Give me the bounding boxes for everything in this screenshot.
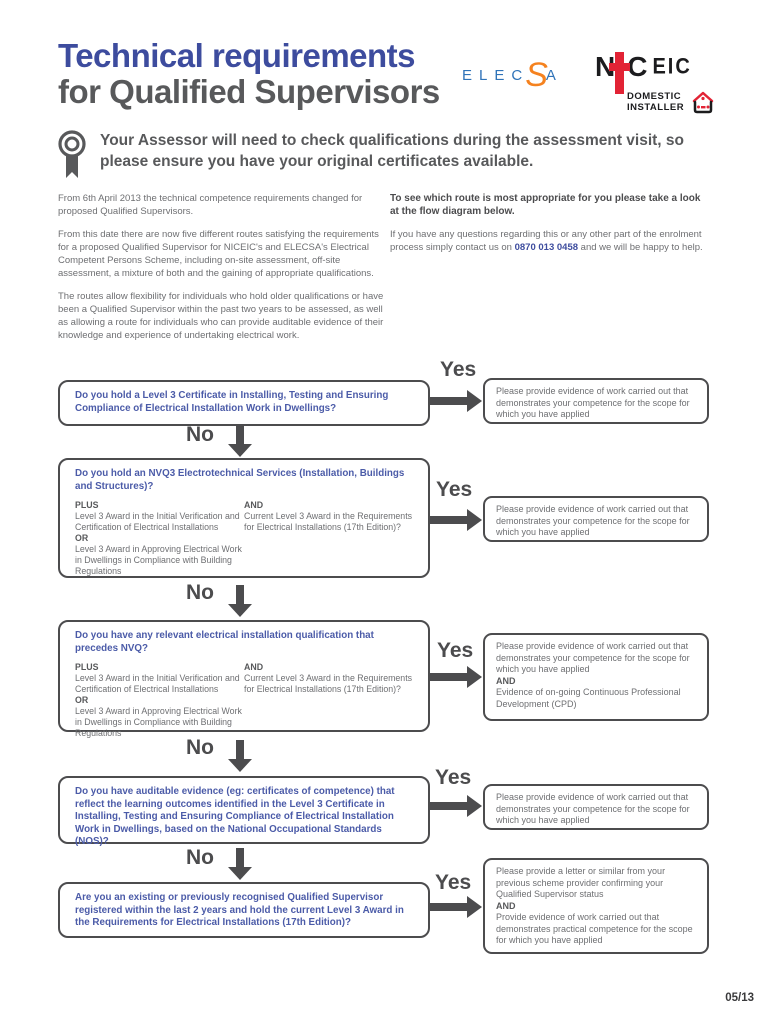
intro-paragraph-3: The routes allow flexibility for individ… — [58, 291, 384, 341]
and-label: AND — [244, 662, 264, 672]
result-4-text: Please provide evidence of work carried … — [496, 792, 690, 825]
no-label-1: No — [186, 423, 214, 446]
no-label-4: No — [186, 846, 214, 869]
result-3-text: Please provide evidence of work carried … — [496, 641, 690, 674]
niceic-letter-n: N — [595, 51, 615, 82]
result-box-4: Please provide evidence of work carried … — [483, 784, 709, 830]
niceic-letters-eic: EIC — [652, 54, 692, 80]
page-title-line1: Technical requirements — [58, 37, 416, 74]
intro-right-column: To see which route is most appropriate f… — [390, 192, 708, 254]
and-text: Current Level 3 Award in the Requirement… — [244, 511, 413, 532]
question-3-right-options: AND Current Level 3 Award in the Require… — [244, 662, 413, 739]
phone-number: 0870 013 0458 — [514, 242, 579, 253]
question-5-text: Are you an existing or previously recogn… — [75, 892, 404, 928]
niceic-red-cross-icon — [609, 52, 631, 94]
result-box-1: Please provide evidence of work carried … — [483, 378, 709, 424]
version-label: 05/13 — [725, 992, 754, 1004]
no-arrow-4 — [228, 848, 252, 880]
question-box-2: Do you hold an NVQ3 Electrotechnical Ser… — [58, 458, 430, 578]
result-box-3: Please provide evidence of work carried … — [483, 633, 709, 721]
question-2-text: Do you hold an NVQ3 Electrotechnical Ser… — [75, 468, 405, 492]
plus-text: Level 3 Award in the Initial Verificatio… — [75, 673, 240, 694]
result-5-text: Please provide a letter or similar from … — [496, 866, 666, 899]
question-1-text: Do you hold a Level 3 Certificate in Ins… — [75, 390, 389, 414]
plus-text: Level 3 Award in the Initial Verificatio… — [75, 511, 240, 532]
no-arrow-2 — [228, 585, 252, 617]
plus-label: PLUS — [75, 662, 99, 672]
question-box-3: Do you have any relevant electrical inst… — [58, 620, 430, 738]
domestic-label: DOMESTIC — [627, 91, 682, 102]
yes-label-1: Yes — [440, 358, 477, 381]
yes-arrow-4 — [430, 795, 482, 817]
ribbon-badge-icon — [58, 130, 86, 178]
result-3-and-label: AND — [496, 675, 516, 686]
result-5-extra: Provide evidence of work carried out tha… — [496, 912, 693, 945]
assessor-notice-text: Your Assessor will need to check qualifi… — [100, 132, 685, 170]
yes-arrow-3 — [430, 666, 482, 688]
no-label-3: No — [186, 736, 214, 759]
no-arrow-1 — [228, 425, 252, 457]
question-4-text: Do you have auditable evidence (eg: cert… — [75, 786, 395, 847]
installer-label: INSTALLER — [627, 102, 685, 113]
result-5-and-label: AND — [496, 900, 516, 911]
domestic-installer-badge: DOMESTIC INSTALLER — [627, 88, 735, 116]
niceic-letter-c: C — [627, 51, 647, 82]
niceic-wordmark: N C EIC — [595, 52, 735, 94]
question-2-right-options: AND Current Level 3 Award in the Require… — [244, 500, 413, 577]
result-3-extra: Evidence of on-going Continuous Professi… — [496, 687, 681, 709]
niceic-logo: N C EIC DOMESTIC INSTALLER — [595, 52, 735, 116]
yes-label-5: Yes — [435, 871, 472, 894]
intro-lead-text: To see which route is most appropriate f… — [390, 193, 701, 217]
question-box-1: Do you hold a Level 3 Certificate in Ins… — [58, 380, 430, 426]
or-label: OR — [75, 695, 89, 705]
contact-text-before: If you have any questions regarding this… — [390, 229, 702, 253]
yes-arrow-5 — [430, 896, 482, 918]
question-3-left-options: PLUS Level 3 Award in the Initial Verifi… — [75, 662, 244, 739]
yes-arrow-2 — [430, 509, 482, 531]
no-arrow-3 — [228, 740, 252, 772]
intro-contact-text: If you have any questions regarding this… — [390, 228, 708, 254]
page-title: Technical requirements for Qualified Sup… — [58, 38, 440, 110]
domestic-installer-house-icon — [692, 91, 714, 114]
question-3-text: Do you have any relevant electrical inst… — [75, 630, 374, 654]
assessor-notice: Your Assessor will need to check qualifi… — [58, 130, 690, 180]
page-title-line2: for Qualified Supervisors — [58, 73, 440, 110]
question-box-4: Do you have auditable evidence (eg: cert… — [58, 776, 430, 847]
elecsa-logo-text: ELEC — [462, 66, 530, 84]
result-box-2: Please provide evidence of work carried … — [483, 496, 709, 542]
elecsa-logo-a: A — [545, 66, 556, 84]
intro-paragraph-2: From this date there are now five differ… — [58, 229, 379, 279]
yes-label-3: Yes — [437, 639, 474, 662]
intro-paragraph-1: From 6th April 2013 the technical compet… — [58, 193, 363, 217]
or-text: Level 3 Award in Approving Electrical Wo… — [75, 706, 242, 738]
question-box-5: Are you an existing or previously recogn… — [58, 882, 430, 938]
yes-arrow-1 — [430, 390, 482, 412]
contact-text-after: and we will be happy to help. — [578, 242, 703, 253]
elecsa-logo-s: S — [525, 56, 548, 94]
or-text: Level 3 Award in Approving Electrical Wo… — [75, 544, 242, 576]
result-2-text: Please provide evidence of work carried … — [496, 504, 690, 537]
intro-left-column: From 6th April 2013 the technical compet… — [58, 192, 388, 352]
question-2-left-options: PLUS Level 3 Award in the Initial Verifi… — [75, 500, 244, 577]
result-1-text: Please provide evidence of work carried … — [496, 386, 690, 419]
yes-label-4: Yes — [435, 766, 472, 789]
no-label-2: No — [186, 581, 214, 604]
plus-label: PLUS — [75, 500, 99, 510]
result-box-5: Please provide a letter or similar from … — [483, 858, 709, 954]
and-label: AND — [244, 500, 264, 510]
and-text: Current Level 3 Award in the Requirement… — [244, 673, 413, 694]
or-label: OR — [75, 533, 89, 543]
yes-label-2: Yes — [436, 478, 473, 501]
